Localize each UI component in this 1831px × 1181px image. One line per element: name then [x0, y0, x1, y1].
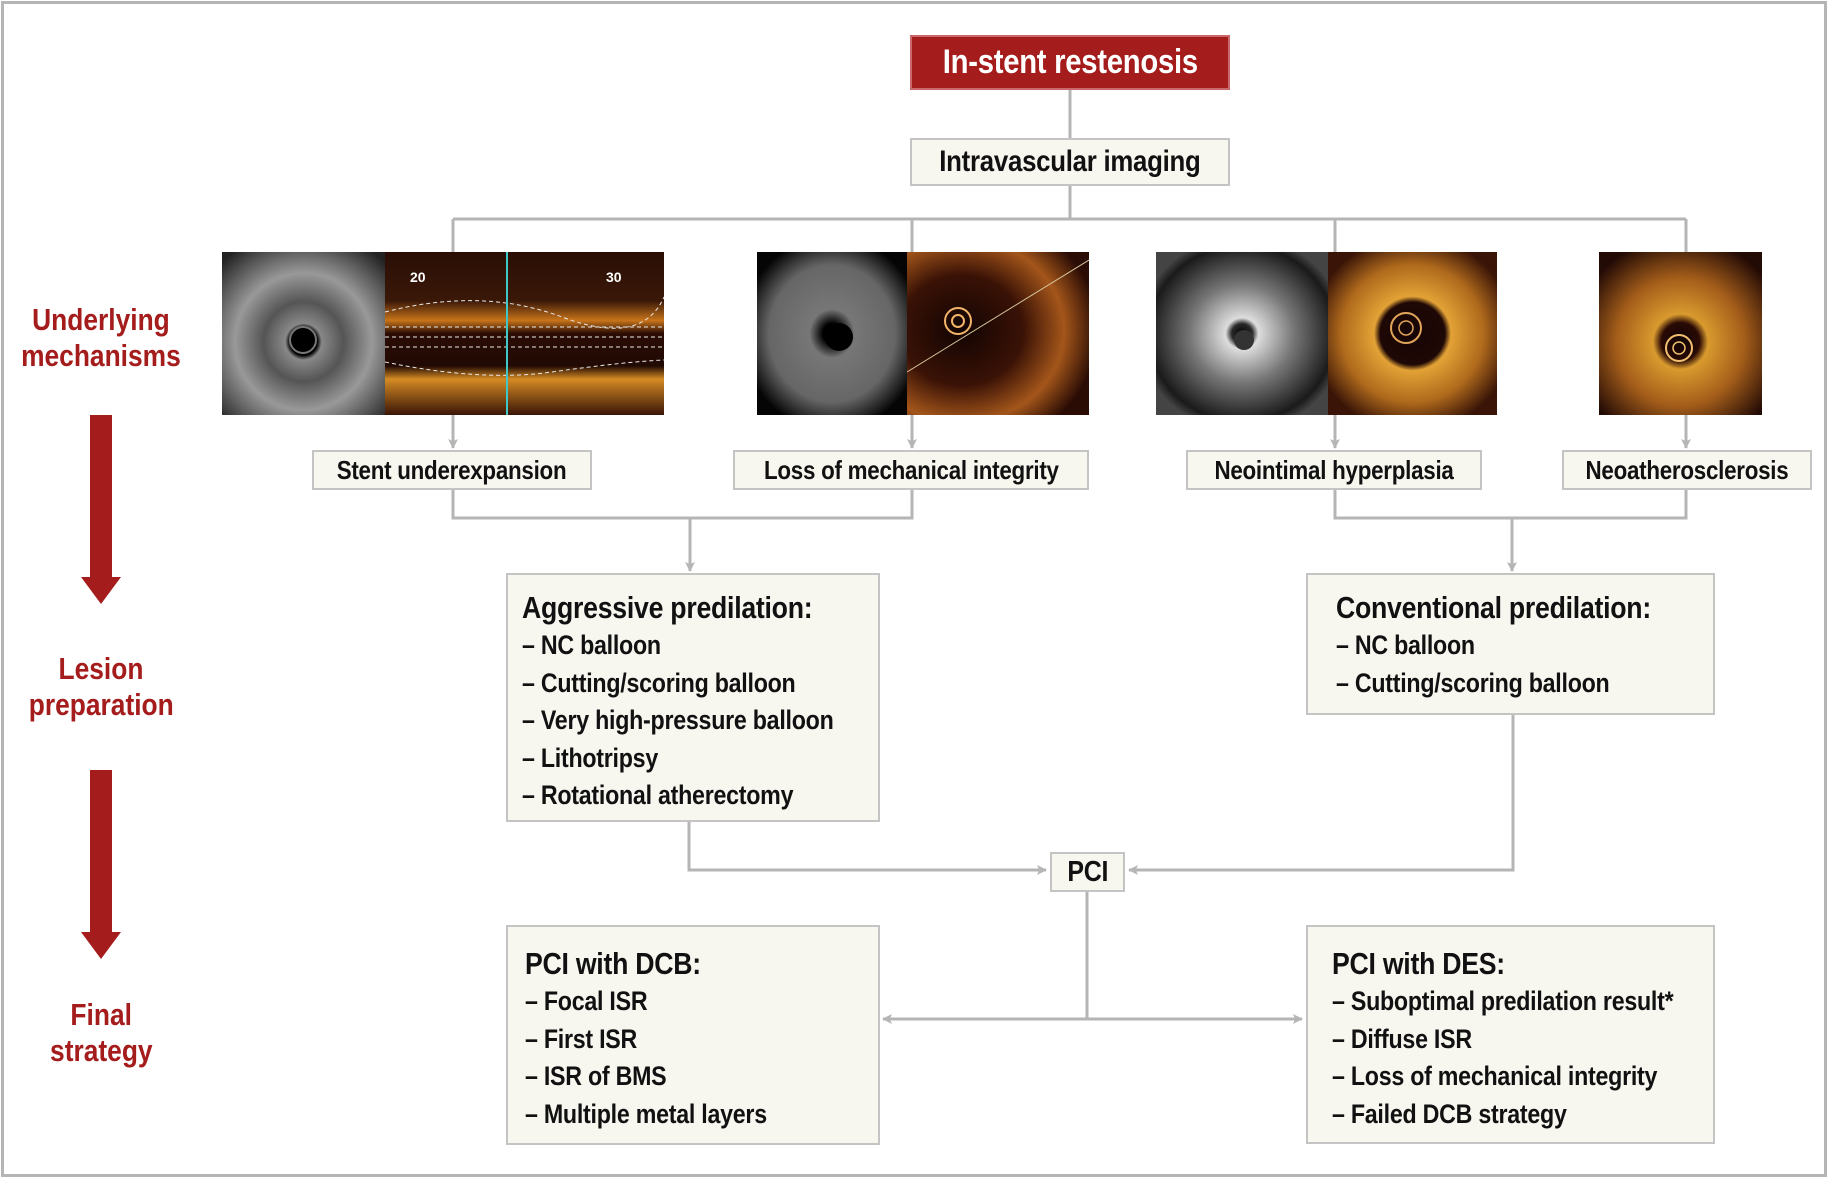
stage-line: Lesion	[58, 651, 144, 686]
connector-conventional-to-pci	[1128, 714, 1515, 875]
list-item: – Very high-pressure balloon	[522, 705, 834, 735]
list-item: – Multiple metal layers	[525, 1098, 767, 1129]
image-loss-of-integrity	[757, 252, 1089, 415]
dcb-heading: PCI with DCB:	[525, 946, 701, 981]
list-item: – Loss of mechanical integrity	[1332, 1061, 1658, 1091]
stage-line: preparation	[28, 687, 174, 722]
stage-line: mechanisms	[21, 338, 181, 373]
imaging-box: Intravascular imaging	[910, 138, 1230, 186]
aggressive-predilation-box: Aggressive predilation: – NC balloon – C…	[506, 573, 880, 822]
oct-panel	[1328, 252, 1497, 415]
imaging-label: Intravascular imaging	[939, 145, 1201, 178]
image-neoatherosclerosis	[1599, 252, 1762, 415]
oct-panel	[1599, 252, 1762, 415]
list-item: – NC balloon	[522, 630, 661, 660]
title-label: In-stent restenosis	[942, 43, 1198, 81]
list-item: – Lithotripsy	[522, 742, 658, 773]
mechanism-box-stent-underexpansion: Stent underexpansion	[312, 450, 592, 490]
list-item: – NC balloon	[1336, 630, 1475, 660]
pci-des-box: PCI with DES: – Suboptimal predilation r…	[1306, 925, 1715, 1144]
stage-line: strategy	[49, 1033, 153, 1068]
connector-merge-left	[451, 490, 914, 520]
stage-label-final: Final strategy	[1, 997, 201, 1069]
list-item: – Cutting/scoring balloon	[1336, 667, 1610, 698]
list-item: – ISR of BMS	[525, 1061, 667, 1091]
stage-label-preparation: Lesion preparation	[1, 651, 201, 723]
stage-arrow-2	[81, 770, 121, 959]
stage-line: Final	[70, 997, 132, 1032]
pci-dcb-box: PCI with DCB: – Focal ISR – First ISR – …	[506, 925, 880, 1145]
list-item: – Focal ISR	[525, 986, 648, 1016]
mechanism-label: Neoatherosclerosis	[1585, 454, 1789, 485]
mechanism-box-neointimal-hyperplasia: Neointimal hyperplasia	[1186, 450, 1482, 490]
pci-box: PCI	[1050, 852, 1125, 892]
stage-label-mechanisms: Underlying mechanisms	[1, 302, 201, 374]
connector-merge-right	[1333, 490, 1688, 520]
aggressive-heading: Aggressive predilation:	[522, 590, 813, 625]
stage-line: Underlying	[32, 302, 170, 337]
connector-aggressive-to-pci	[687, 821, 1047, 875]
mechanism-label: Neointimal hyperplasia	[1214, 454, 1454, 485]
stage-arrows	[81, 415, 121, 959]
des-heading: PCI with DES:	[1332, 946, 1505, 981]
pci-label: PCI	[1067, 855, 1108, 888]
image-stent-underexpansion: 20 30	[222, 252, 664, 415]
list-item: – Rotational atherectomy	[522, 780, 794, 810]
title-box: In-stent restenosis	[910, 35, 1230, 90]
image-neointimal-hyperplasia	[1156, 252, 1497, 415]
stage-arrow-1	[81, 415, 121, 604]
list-item: – First ISR	[525, 1023, 638, 1054]
mechanism-box-neoatherosclerosis: Neoatherosclerosis	[1562, 450, 1812, 490]
oct-longitudinal-panel	[385, 252, 664, 415]
mechanism-label: Loss of mechanical integrity	[763, 454, 1059, 485]
list-item: – Cutting/scoring balloon	[522, 667, 796, 698]
mechanism-label: Stent underexpansion	[337, 454, 567, 485]
scale-tick-20: 20	[410, 269, 426, 285]
mechanism-box-loss-of-integrity: Loss of mechanical integrity	[733, 450, 1089, 490]
list-item: – Diffuse ISR	[1332, 1023, 1472, 1054]
list-item: – Suboptimal predilation result*	[1332, 986, 1674, 1016]
scale-tick-30: 30	[606, 269, 622, 285]
list-item: – Failed DCB strategy	[1332, 1098, 1567, 1129]
conventional-predilation-box: Conventional predilation: – NC balloon –…	[1306, 573, 1715, 715]
conventional-heading: Conventional predilation:	[1336, 590, 1651, 625]
